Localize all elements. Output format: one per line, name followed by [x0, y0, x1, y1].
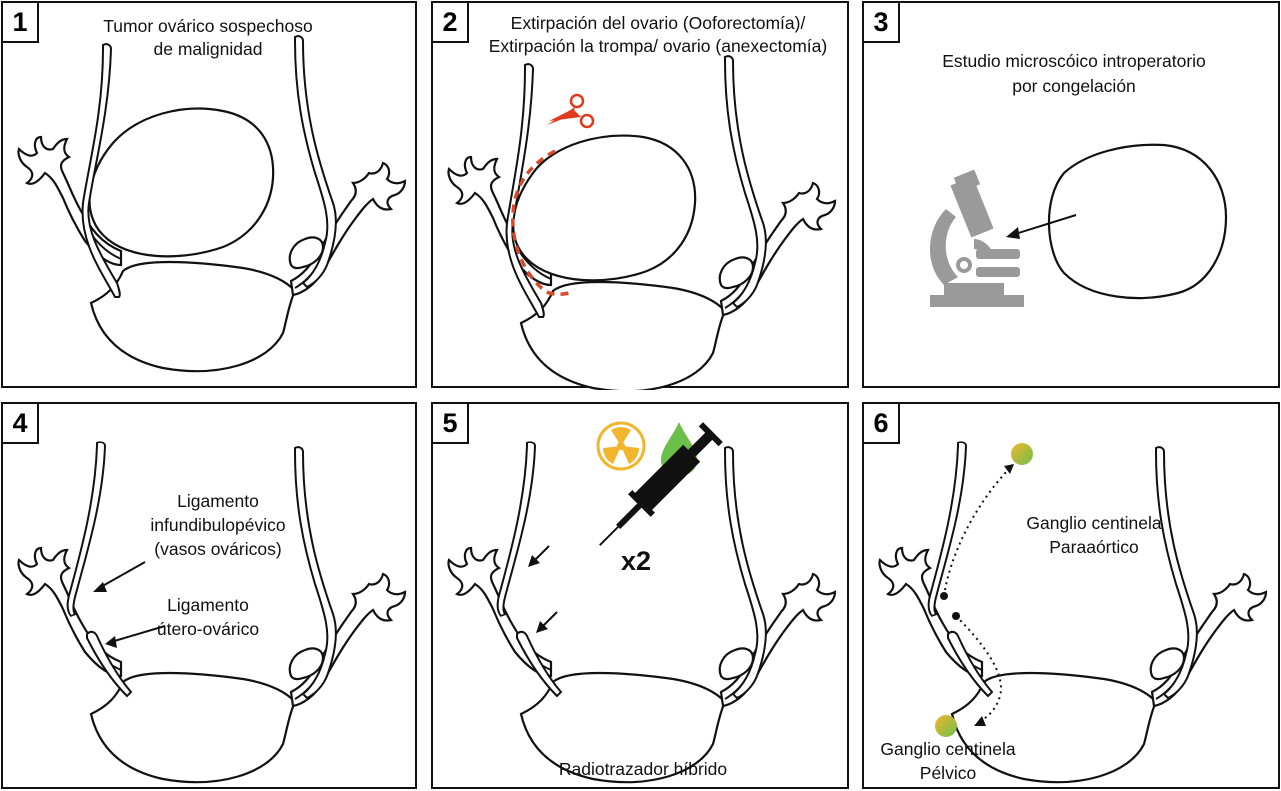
tracer-label: Radiotrazador híbrido: [558, 759, 728, 779]
oophorectomy-illustration: [447, 55, 837, 390]
panel-5: 5 x2 Radiotrazador híbrido: [431, 402, 849, 789]
panel-2-label-line-2: Extirpación la trompa/ ovario (anexectom…: [488, 36, 828, 56]
uterus-tumor-illustration: [17, 35, 407, 373]
scissors-icon: [547, 93, 595, 129]
panel-number: 6: [862, 402, 900, 444]
panel-number: 2: [431, 1, 469, 43]
paraaortic-node: [1011, 443, 1033, 465]
cut-line: [511, 149, 570, 297]
pelvic-node: [935, 715, 957, 737]
ligament-ip-line-3: (vasos ováricos): [154, 539, 282, 559]
panel-number: 4: [1, 402, 39, 444]
ligament-uo-line-2: útero-ovárico: [156, 619, 260, 639]
ligament-ip-line-1: Ligamento: [177, 491, 259, 511]
paraaortic-label-line-1: Ganglio centinela: [1026, 513, 1162, 533]
panel-1-label-line-1: Tumor ovárico sospechoso: [103, 16, 313, 36]
microscope-icon: [929, 169, 1024, 307]
pelvic-label-line-1: Ganglio centinela: [880, 739, 1016, 759]
paraaortic-label-line-2: Paraaórtico: [1049, 537, 1139, 557]
panel-1: 1 Tumor ovárico sospechoso de malignidad: [1, 1, 417, 388]
panel-number: 1: [1, 1, 39, 43]
panel-number: 5: [431, 402, 469, 444]
tracer-injection-illustration: [447, 421, 837, 784]
ligaments-illustration: [17, 441, 407, 784]
panel-2-label-line-1: Extirpación del ovario (Ooforectomía)/: [510, 13, 806, 33]
radioactive-icon: [596, 421, 646, 471]
panel-3: 3 Estudio microscóico introperatorio por…: [862, 1, 1280, 388]
panel-2: 2 Extirpación del ovario (Ooforectomía)/…: [431, 1, 849, 390]
ligament-ip-line-2: infundibulopévico: [150, 515, 286, 535]
syringe-icon: [599, 422, 723, 546]
ovary-specimen: [1047, 143, 1228, 300]
injection-count: x2: [621, 546, 652, 576]
panel-number: 3: [862, 1, 900, 43]
panel-6: 6 Ganglio centinela Paraaórtico Ganglio …: [862, 402, 1280, 789]
panel-3-label-line-1: Estudio microscóico introperatorio: [942, 51, 1206, 71]
panel-3-label-line-2: por congelación: [1012, 76, 1136, 96]
panel-4: 4 Ligamento infundibulopévico (vasos ová…: [1, 402, 417, 789]
pelvic-label-line-2: Pélvico: [919, 763, 977, 783]
panel-1-label-line-2: de malignidad: [153, 39, 263, 59]
ligament-uo-line-1: Ligamento: [167, 595, 249, 615]
frozen-section-illustration: [929, 143, 1228, 307]
sentinel-node-illustration: [878, 441, 1268, 784]
